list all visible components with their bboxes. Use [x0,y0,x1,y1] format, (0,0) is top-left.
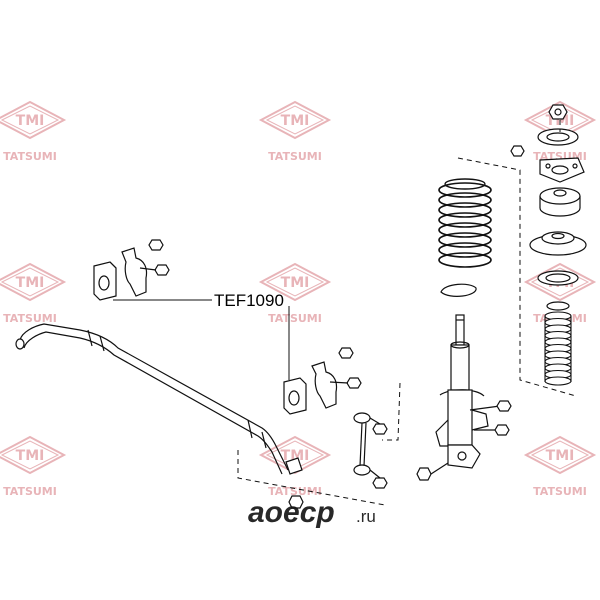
bump-stop-ring [537,270,579,286]
tatsumi-logo-text: TMI [16,113,45,129]
strut-mount-plate [539,157,585,183]
site-watermark-text: aoecp [248,496,335,529]
stabilizer-bracket-lower [311,347,362,409]
tatsumi-logo: TMI TATSUMI [258,100,332,163]
strut-dust-boot [544,301,572,386]
tatsumi-logo-text: TMI [546,448,575,464]
stabilizer-end-link [353,412,388,489]
spring-clip [440,283,477,297]
stabilizer-bracket-upper [121,239,170,297]
tatsumi-logo: TMI TATSUMI [0,435,67,498]
coil-spring [438,178,492,268]
tatsumi-logo: TMI TATSUMI [258,262,332,325]
spring-seat [529,231,587,256]
part-number-label: TEF1090 [214,291,284,310]
strut-bolt-upper [469,400,512,412]
strut-assembly [416,104,587,481]
tatsumi-logo: TMI TATSUMI [0,100,67,163]
tatsumi-logo-text: TMI [16,448,45,464]
strut-upper-mount [539,187,581,217]
tatsumi-brand-text: TATSUMI [3,150,57,163]
stabilizer-bushing-lower [283,377,307,415]
bar-end-nut [288,495,304,509]
strut-bolt-lower [474,424,510,436]
tatsumi-logo: TMI TATSUMI [0,262,67,325]
tatsumi-watermark-layer: TMI TATSUMI TMI TATSUMI TMI TATSUMI TMI TATSUMI… [0,100,597,498]
mount-small-nut [510,145,525,157]
tatsumi-logo-text: TMI [281,275,310,291]
strut-top-nut [548,104,568,120]
tatsumi-logo-text: TMI [281,448,310,464]
tatsumi-brand-text: TATSUMI [3,485,57,498]
tatsumi-brand-text: TATSUMI [3,312,57,325]
site-watermark-suffix: .ru [356,507,376,526]
tatsumi-logo-text: TMI [16,275,45,291]
strut-washer [537,128,579,146]
stabilizer-bushing-upper [93,261,117,301]
strut-bottom-nut [416,462,449,481]
tatsumi-logo: TMI TATSUMI [258,435,332,498]
site-watermark: aoecp .ru [248,496,376,529]
tatsumi-brand-text: TATSUMI [268,150,322,163]
tatsumi-logo: TMI TATSUMI [523,435,597,498]
tatsumi-brand-text: TATSUMI [533,485,587,498]
shock-absorber [435,314,489,469]
assembly-dashed-lines [237,120,577,506]
tatsumi-logo-text: TMI [281,113,310,129]
stabilizer-bar [15,323,303,475]
tatsumi-brand-text: TATSUMI [268,485,322,498]
part-callout: TEF1090 [113,291,290,380]
tatsumi-brand-text: TATSUMI [268,312,322,325]
